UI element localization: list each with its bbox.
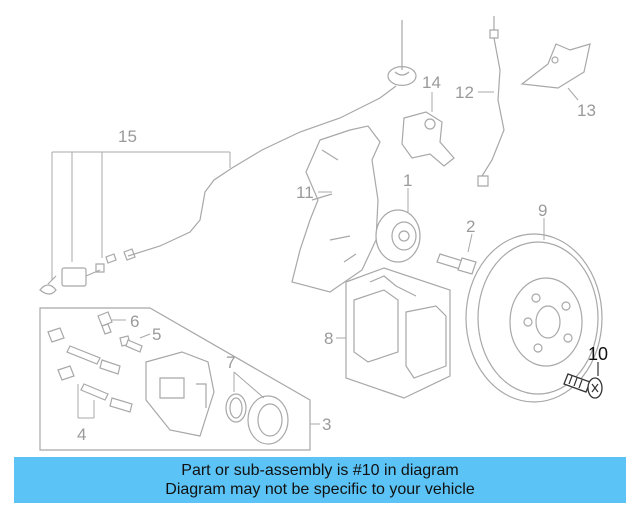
callout-6: 6 <box>130 312 139 331</box>
callout-4: 4 <box>77 425 86 444</box>
part-12-wear-sensor <box>477 16 505 187</box>
callout-15: 15 <box>118 127 137 146</box>
part-6-bleeder <box>97 311 113 335</box>
leader-4 <box>77 384 95 419</box>
callout-7: 7 <box>226 353 235 372</box>
banner-line-1: Part or sub-assembly is #10 in diagram <box>181 462 459 479</box>
part-14-sensor <box>401 111 455 167</box>
callout-2: 2 <box>466 217 475 236</box>
leader-2 <box>467 233 473 253</box>
callout-11: 11 <box>296 183 314 202</box>
part-7-piston-seal <box>225 393 289 445</box>
part-4-guide-pins <box>47 327 133 413</box>
callout-12: 12 <box>455 83 474 102</box>
leader-13 <box>567 87 579 101</box>
part-5-guide-bolt <box>119 335 143 353</box>
part-3-caliper-assembly <box>39 307 311 451</box>
info-banner: Part or sub-assembly is #10 in diagram D… <box>14 457 626 503</box>
leader-5 <box>139 333 151 339</box>
part-9-brake-disc <box>465 233 603 403</box>
callout-13: 13 <box>577 101 596 120</box>
callout-9: 9 <box>538 201 547 220</box>
callout-14: 14 <box>422 73 441 92</box>
part-8-brake-pads <box>345 267 451 399</box>
part-13-bracket <box>520 43 591 89</box>
callout-8: 8 <box>324 329 333 348</box>
part-2-hub-bolt <box>436 253 477 275</box>
callout-3: 3 <box>322 415 331 434</box>
part-11-splash-shield <box>291 125 381 293</box>
callout-1: 1 <box>403 171 412 190</box>
leader-7 <box>233 371 265 399</box>
part-1-hub <box>375 209 421 263</box>
leader-15 <box>51 151 231 280</box>
part-10-wheel-bolt <box>563 373 603 399</box>
callout-10: 10 <box>588 344 608 364</box>
callout-5: 5 <box>152 325 161 344</box>
banner-line-2: Diagram may not be specific to your vehi… <box>165 481 475 498</box>
